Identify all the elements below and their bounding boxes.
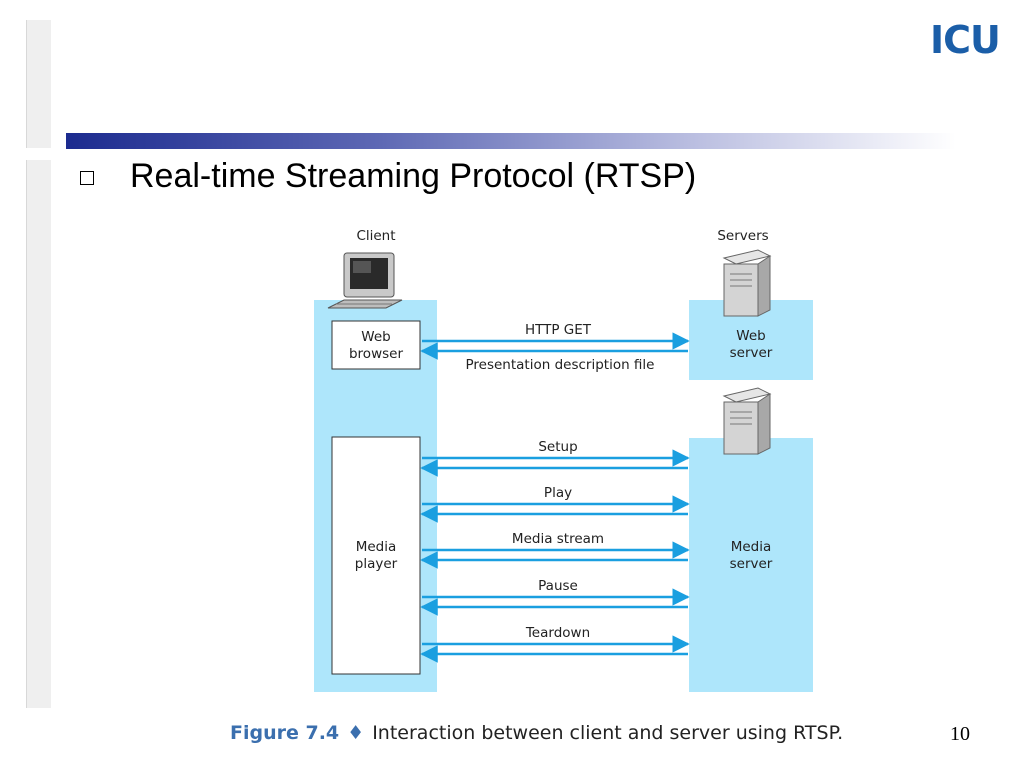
servers-heading: Servers bbox=[717, 228, 768, 244]
web-server-line1: Web bbox=[736, 328, 765, 344]
page-number: 10 bbox=[950, 723, 970, 745]
setup-label: Setup bbox=[538, 439, 577, 455]
web-server-icon bbox=[722, 249, 772, 317]
bullet-square-icon bbox=[80, 171, 94, 185]
media-player-line2: player bbox=[355, 556, 398, 572]
media-server-line2: server bbox=[730, 556, 773, 572]
computer-icon bbox=[327, 252, 403, 309]
title-gradient-bar bbox=[66, 133, 956, 149]
diamond-icon: ♦ bbox=[347, 722, 365, 744]
web-browser-box bbox=[331, 320, 421, 370]
web-server-line2: server bbox=[730, 345, 773, 361]
caption-text: Interaction between client and server us… bbox=[372, 722, 844, 744]
pause-label: Pause bbox=[538, 578, 578, 594]
web-browser-line2: browser bbox=[349, 346, 403, 362]
http-get-label: HTTP GET bbox=[525, 322, 592, 338]
media-server-line1: Media bbox=[731, 539, 772, 555]
left-rail-top bbox=[26, 20, 51, 148]
rtsp-diagram: Client Servers Web browser Media player … bbox=[314, 228, 813, 692]
icu-logo: ICU bbox=[930, 18, 1001, 62]
figure-caption: Figure 7.4 ♦ Interaction between client an… bbox=[230, 722, 843, 744]
teardown-label: Teardown bbox=[525, 625, 590, 641]
web-browser-line1: Web bbox=[361, 329, 390, 345]
media-stream-label: Media stream bbox=[512, 531, 604, 547]
media-player-line1: Media bbox=[356, 539, 397, 555]
left-rail-bottom bbox=[26, 160, 51, 708]
presentation-label: Presentation description file bbox=[466, 357, 655, 373]
client-heading: Client bbox=[356, 228, 395, 244]
media-player-box bbox=[331, 436, 421, 675]
figure-number: Figure 7.4 bbox=[230, 722, 340, 744]
media-server-icon bbox=[722, 387, 772, 455]
play-label: Play bbox=[544, 485, 572, 501]
slide-title: Real-time Streaming Protocol (RTSP) bbox=[130, 157, 697, 195]
media-server-lane bbox=[689, 438, 813, 692]
